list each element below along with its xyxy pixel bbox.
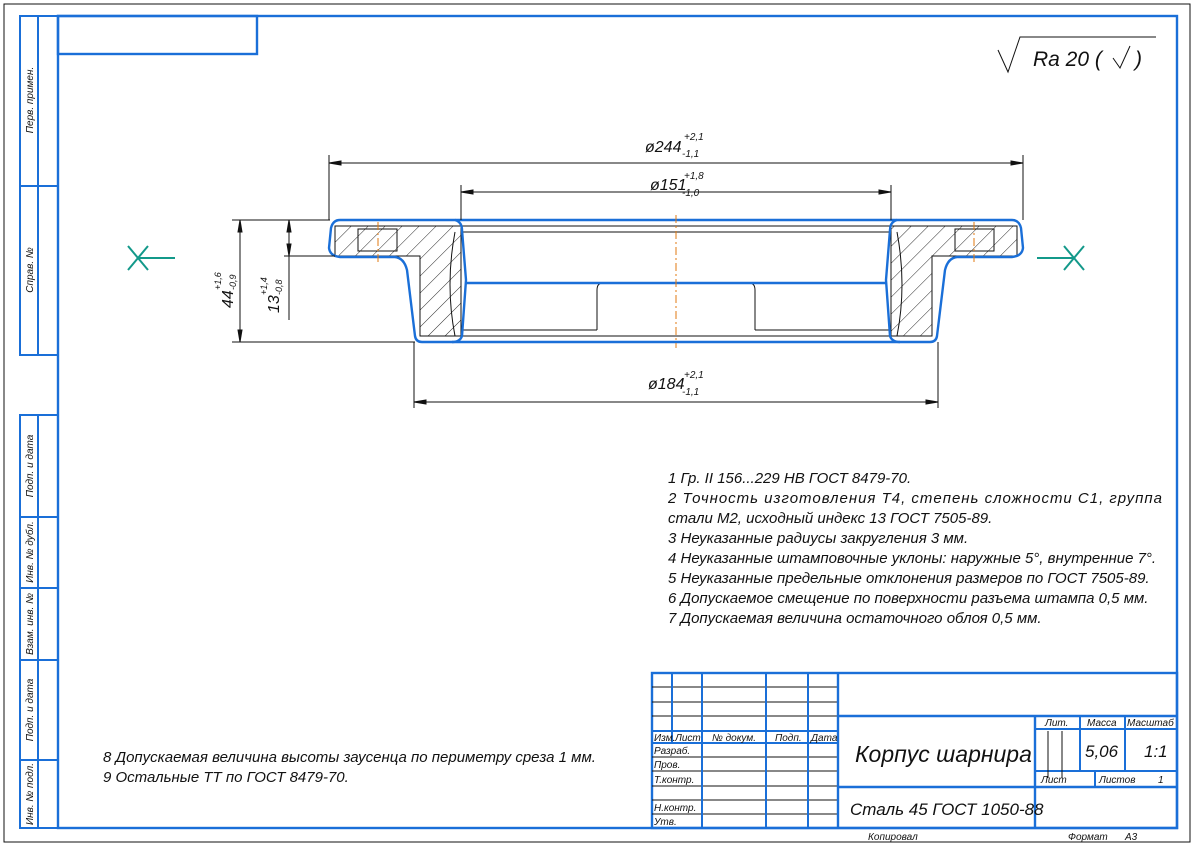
side-strip: Перв. примен. Справ. № Подп. и дата Инв.… [19, 15, 59, 829]
note: 2 Точность изготовления Т4, степень слож… [667, 490, 1162, 507]
header-sign: Подп. [775, 733, 802, 744]
top-left-box [56, 14, 259, 56]
note: 1 Гр. II 156...229 НВ ГОСТ 8479-70. [668, 470, 911, 487]
svg-text:+2,1: +2,1 [684, 132, 704, 143]
note: 4 Неуказанные штамповочные уклоны: наруж… [668, 550, 1156, 567]
note: 9 Остальные ТТ по ГОСТ 8479-70. [103, 769, 349, 786]
strip-label: Подп. и дата [25, 678, 36, 741]
part-section [327, 215, 1025, 348]
svg-text:-0,9: -0,9 [228, 274, 238, 290]
roughness-symbol: Ra 20 ( ) [997, 36, 1156, 74]
strip-label: Справ. № [25, 247, 36, 293]
header-izm: Изм. [654, 733, 675, 744]
note: 6 Допускаемое смещение по поверхности ра… [668, 590, 1148, 607]
svg-text:ø151: ø151 [650, 177, 686, 194]
strip-label: Подп. и дата [25, 434, 36, 497]
svg-text:-1,1: -1,1 [682, 387, 699, 398]
material: Сталь 45 ГОСТ 1050-88 [850, 800, 1044, 819]
role-utv: Утв. [653, 817, 677, 828]
strip-label: Инв. № подл. [25, 763, 36, 825]
sheet-label: Лист [1040, 775, 1067, 786]
scale-value: 1:1 [1144, 742, 1168, 761]
role-prov: Пров. [654, 760, 680, 771]
roughness-label: Ra 20 ( [1033, 48, 1104, 71]
drawing-title: Корпус шарнира [855, 741, 1032, 767]
technical-notes: 1 Гр. II 156...229 НВ ГОСТ 8479-70. 2 То… [103, 470, 1162, 786]
svg-text:ø184: ø184 [648, 376, 685, 393]
check-mark-icon [1112, 45, 1131, 70]
header-doc: № докум. [712, 733, 756, 744]
dimension-d244: ø244 +2,1 -1,1 [645, 132, 704, 160]
header-list: Лист [674, 733, 701, 744]
svg-text:-1,1: -1,1 [682, 149, 699, 160]
sheets-label: Листов [1098, 775, 1135, 786]
format-label: Формат [1068, 832, 1108, 843]
format-value: A3 [1124, 832, 1138, 843]
svg-text:13: 13 [266, 295, 283, 313]
role-razrab: Разраб. [654, 745, 690, 757]
lit-label: Лит. [1044, 718, 1068, 729]
sheets-value: 1 [1158, 775, 1164, 786]
svg-text:+1,6: +1,6 [213, 272, 223, 290]
header-date: Дата [810, 733, 838, 744]
scale-label: Масштаб [1127, 717, 1174, 729]
note: 3 Неуказанные радиусы закругления 3 мм. [668, 530, 968, 547]
outer-border [3, 3, 1191, 843]
strip-label: Инв. № дубл. [24, 521, 36, 583]
svg-text:-1,0: -1,0 [682, 188, 700, 199]
strip-label: Взам. инв. № [25, 593, 36, 655]
dimension-h13: 13 +1,4 -0,8 [259, 277, 284, 313]
dimension-d184: ø184 +2,1 -1,1 [648, 370, 704, 398]
mass-value: 5,06 [1085, 742, 1119, 761]
roughness-close: ) [1132, 48, 1142, 71]
svg-text:+1,4: +1,4 [259, 277, 269, 295]
svg-text:44: 44 [220, 290, 237, 308]
svg-text:+1,8: +1,8 [684, 171, 704, 182]
role-nkontr: Н.контр. [654, 803, 696, 814]
copied-label: Копировал [868, 832, 918, 843]
parting-line-marks [127, 245, 1085, 271]
svg-text:+2,1: +2,1 [684, 370, 704, 381]
role-tkontr: Т.контр. [654, 775, 694, 786]
inner-frame [56, 14, 1179, 830]
dimension-d151: ø151 +1,8 -1,0 [650, 171, 704, 199]
note: стали М2, исходный индекс 13 ГОСТ 7505-8… [668, 510, 992, 527]
mass-label: Масса [1087, 718, 1117, 729]
svg-text:-0,8: -0,8 [274, 279, 284, 295]
note: 8 Допускаемая величина высоты заусенца п… [103, 749, 596, 766]
note: 5 Неуказанные предельные отклонения разм… [668, 570, 1150, 587]
svg-text:ø244: ø244 [645, 139, 682, 156]
note: 7 Допускаемая величина остаточного облоя… [668, 610, 1042, 627]
title-block: Изм. Лист № докум. Подп. Дата Разраб. Пр… [650, 671, 1179, 843]
dimension-lines [232, 155, 1024, 408]
strip-label: Перв. примен. [25, 67, 36, 133]
dimension-h44: 44 +1,6 -0,9 [213, 272, 238, 308]
